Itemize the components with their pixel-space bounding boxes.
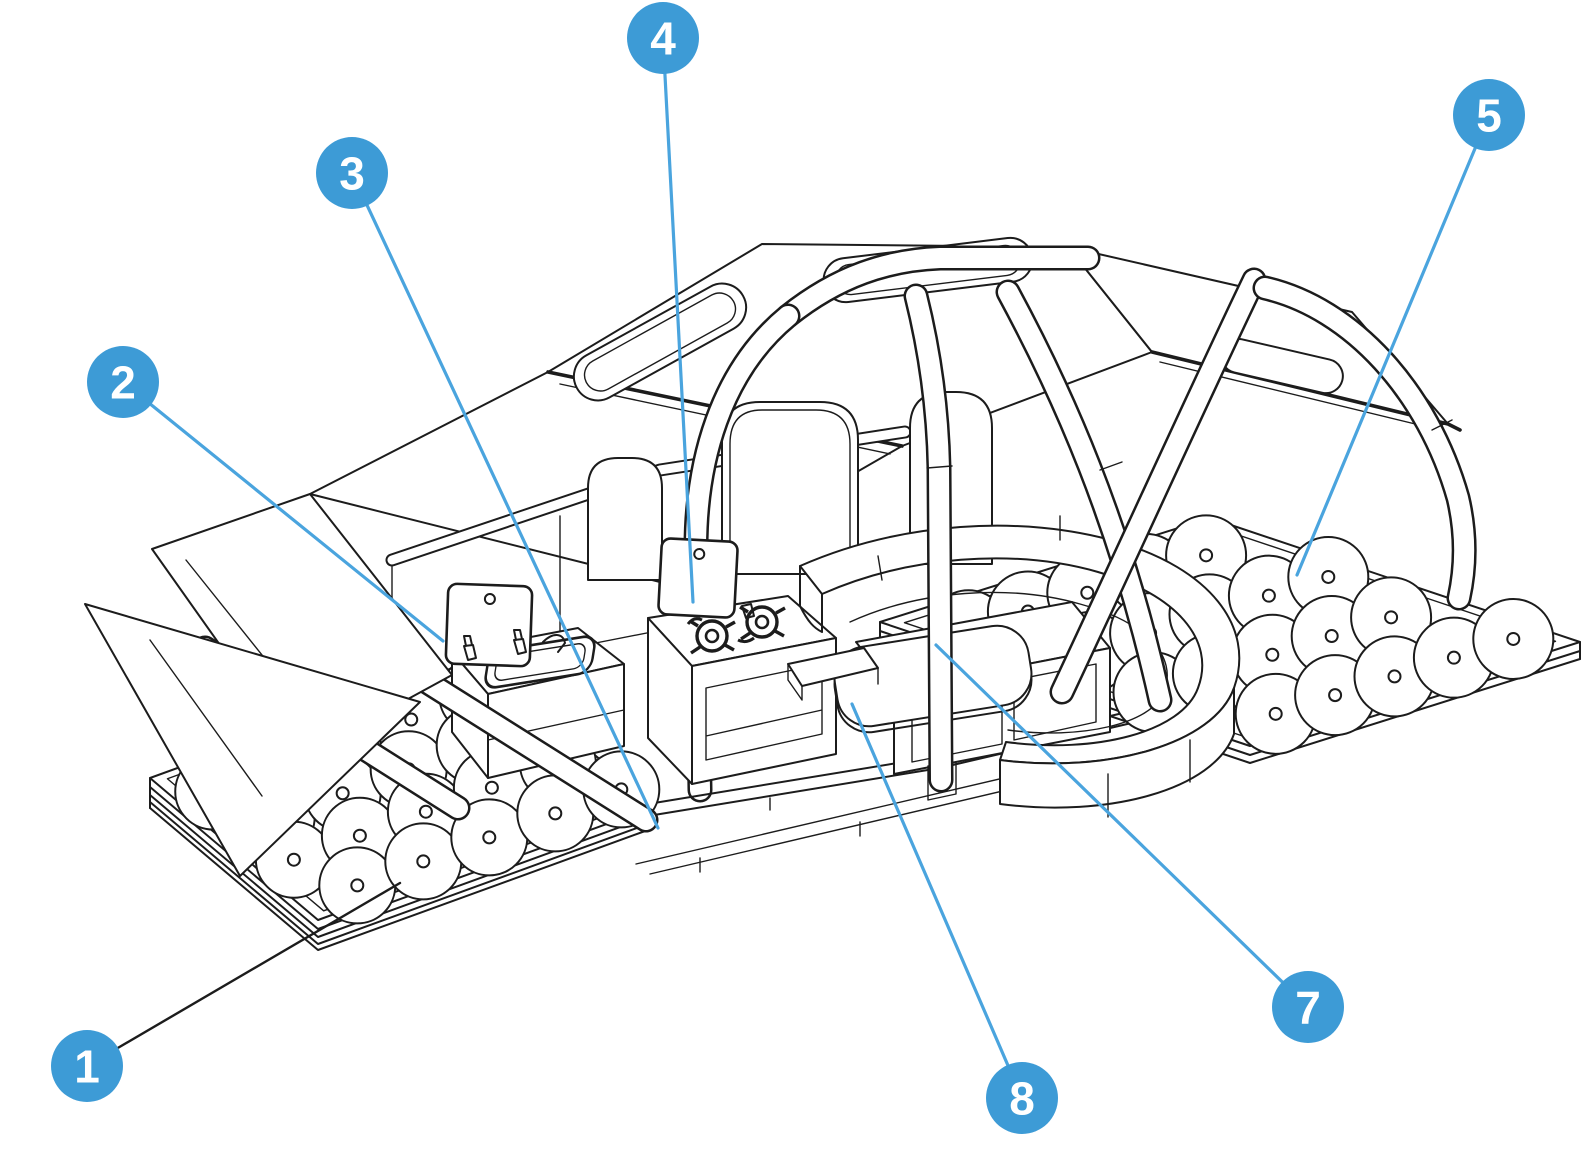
callout-2-number: 2 — [110, 357, 136, 409]
frame-mast-tube — [903, 283, 957, 801]
callout-3-leader — [350, 171, 660, 830]
callout-1-number: 1 — [74, 1041, 100, 1093]
callout-3-badge — [316, 137, 388, 209]
callout-5-leader — [1295, 113, 1491, 577]
mast-base-bracket — [927, 761, 957, 801]
callout-1-leader — [85, 881, 402, 1068]
raised-deck-leaf — [84, 603, 421, 877]
callout-2: 2 — [87, 346, 445, 643]
callout-2-badge — [87, 346, 159, 418]
lounge-bench — [787, 647, 879, 701]
skylight-left-icon — [572, 282, 748, 402]
callout-3-number: 3 — [339, 148, 365, 200]
callout-8: 8 — [850, 702, 1058, 1134]
lounge-sofa — [799, 515, 1241, 818]
callout-4-badge — [627, 2, 699, 74]
faucet-icon — [542, 634, 566, 653]
callout-7-number: 7 — [1295, 982, 1321, 1034]
callout-5-number: 5 — [1476, 90, 1502, 142]
callout-1: 1 — [51, 881, 402, 1102]
callout-4: 4 — [627, 2, 699, 604]
callout-4-number: 4 — [650, 13, 676, 65]
callout-7-leader — [934, 643, 1310, 1009]
deck-disc — [318, 846, 397, 925]
window-left — [587, 457, 663, 581]
sink-lid-hinges-icon — [463, 629, 527, 661]
kitchen-sink-unit — [444, 582, 625, 779]
callout-1-badge — [51, 1030, 123, 1102]
callout-7-badge — [1272, 971, 1344, 1043]
callout-7: 7 — [934, 643, 1344, 1043]
callout-2-leader — [121, 380, 445, 643]
callout-5-badge — [1453, 79, 1525, 151]
callout-4-leader — [661, 36, 695, 604]
stove-hatch-lid — [657, 537, 739, 619]
window-middle — [721, 401, 859, 575]
deck-disc — [384, 822, 463, 901]
stove-burners-icon — [686, 603, 786, 655]
callout-5: 5 — [1295, 79, 1525, 577]
callout-8-leader — [850, 702, 1024, 1100]
frame-right-arch-tube — [1252, 275, 1477, 611]
frame-roof-tube — [775, 245, 1101, 329]
frame-cross-tubes — [995, 267, 1267, 713]
callouts-layer: 1 2 3 4 5 7 8 — [51, 2, 1525, 1134]
deck-disc — [1472, 597, 1555, 680]
callout-8-badge — [986, 1062, 1058, 1134]
callout-3: 3 — [316, 137, 660, 830]
callout-8-number: 8 — [1009, 1073, 1035, 1125]
